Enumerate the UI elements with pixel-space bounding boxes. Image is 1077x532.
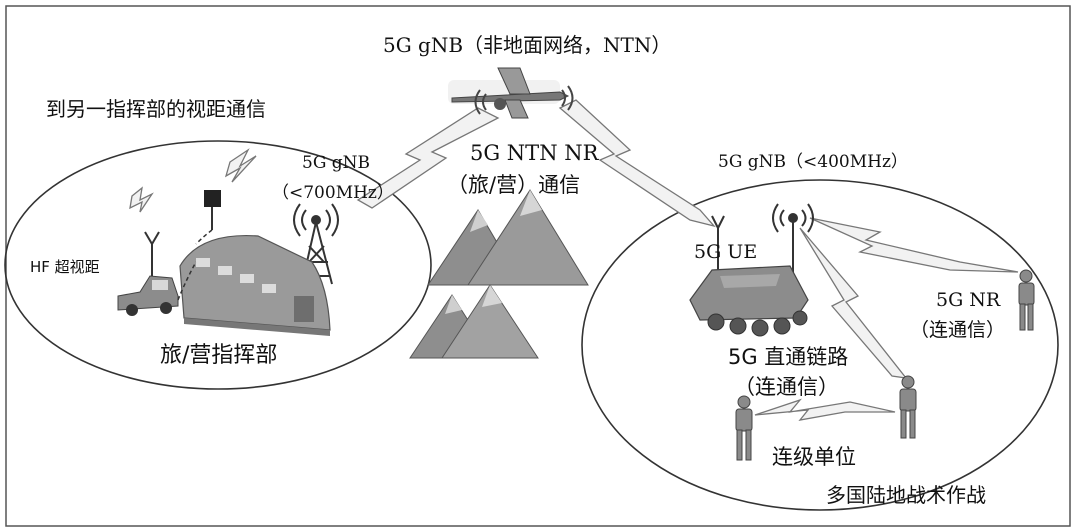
label-hf: HF 超视距	[30, 258, 100, 276]
soldier-icon-left	[735, 395, 753, 461]
right-ellipse	[581, 179, 1059, 511]
mountains	[409, 189, 589, 359]
jeep-icon	[117, 261, 197, 316]
hq-antenna-icon	[195, 190, 221, 245]
label-gnb-700-line1: 5G gNB	[302, 153, 370, 173]
left-radio-tower-icon	[293, 203, 339, 285]
label-ntn-gnb: 5G gNB（非地面网络，NTN）	[383, 33, 671, 57]
label-ntn-nr-line1: 5G NTN NR	[470, 141, 600, 165]
ue-antenna-icon	[711, 215, 725, 272]
hf-antenna-icon	[144, 231, 160, 276]
label-multinational: 多国陆地战术作战	[826, 483, 986, 507]
radio-links	[129, 99, 1019, 421]
label-direct-line1: 5G 直通链路	[728, 345, 848, 369]
label-ntn-nr-line2: （旅/营）通信	[447, 173, 580, 197]
soldier-icon-right	[1018, 269, 1035, 331]
label-nr-line2: （连通信）	[910, 319, 1005, 341]
armored-vehicle-icon	[689, 265, 809, 337]
label-nr-line1: 5G NR	[936, 289, 1001, 311]
left-ellipse	[4, 140, 432, 390]
drone-icon	[448, 67, 574, 119]
label-hq: 旅/营指挥部	[160, 343, 277, 368]
label-gnb-400: 5G gNB（<400MHz）	[718, 152, 908, 172]
label-direct-line2: （连通信）	[734, 375, 839, 399]
soldier-icon-middle	[899, 375, 917, 439]
hq-building-icon	[179, 234, 331, 336]
label-gnb-700-line2: （<700MHz）	[272, 183, 394, 203]
outer-frame	[5, 5, 1071, 527]
label-company: 连级单位	[772, 445, 856, 469]
label-ue: 5G UE	[694, 241, 757, 263]
label-los-comm: 到另一指挥部的视距通信	[46, 97, 266, 121]
